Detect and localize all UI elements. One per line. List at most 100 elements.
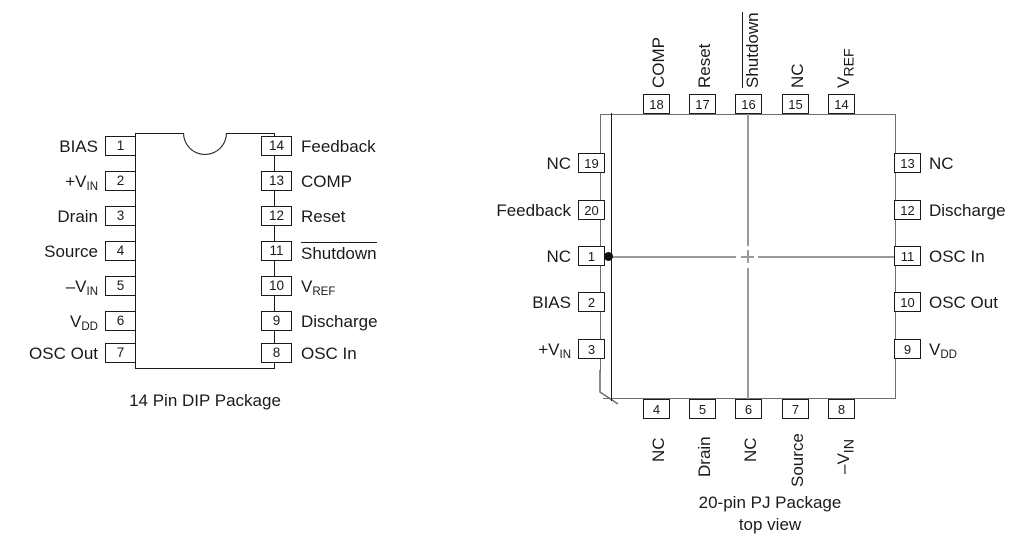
pj20-chamfer-corner	[599, 370, 619, 405]
pin-label-text: OSC In	[301, 344, 357, 363]
pin-label-text: +V	[65, 172, 87, 191]
pj20-pin1-dot-marker	[604, 252, 613, 261]
pin-number-text: 11	[269, 243, 284, 259]
pin-number-text: 18	[649, 96, 664, 112]
pj20-pin-15-number: 15	[782, 94, 809, 114]
pin-number-text: 7	[791, 401, 800, 417]
pin-label-text: Reset	[301, 207, 346, 226]
dip14-pin-12-label: Reset	[301, 207, 345, 227]
pin-label-subscript: DD	[940, 349, 957, 361]
dip14-pin-14-label: Feedback	[301, 137, 376, 157]
pin-number-text: 20	[584, 202, 599, 218]
pin-number-text: 19	[584, 155, 599, 171]
dip14-pin-6-label: VDD	[0, 312, 98, 334]
pj20-pin-9-number: 9	[894, 339, 921, 359]
pin-number-text: 10	[900, 294, 915, 310]
pin-label-text: NC	[788, 63, 807, 88]
pin-label-text: Feedback	[496, 201, 571, 220]
pj20-pin-14-number: 14	[828, 94, 855, 114]
dip14-pin-9-label: Discharge	[301, 312, 378, 332]
pin-number-text: 4	[116, 243, 125, 259]
caption-text: 14 Pin DIP Package	[129, 391, 281, 410]
pin-label-text: V	[834, 76, 853, 88]
dip14-pin-3-number: 3	[105, 206, 136, 226]
pin-label-text: V	[301, 277, 313, 296]
pj20-pin-18-label: COMP	[649, 37, 668, 88]
pin-label-text: BIAS	[532, 293, 571, 312]
pin-label-text: Source	[788, 433, 807, 487]
pin-number-text: 8	[272, 345, 281, 361]
pj20-pin-14-label: VREF	[834, 48, 858, 88]
pin-number-text: 3	[587, 341, 596, 357]
pin-number-text: 6	[744, 401, 753, 417]
pj20-pin-12-number: 12	[894, 200, 921, 220]
dip14-pin-13-label: COMP	[301, 172, 352, 192]
caption-line-2: top view	[738, 515, 802, 534]
pj20-pin-19-number: 19	[578, 153, 605, 173]
pin-label-text: NC	[546, 154, 571, 173]
dip14-pin-9-number: 9	[261, 311, 292, 331]
pj20-pin-2-label: BIAS	[440, 293, 571, 313]
pj20-pin-16-number: 16	[735, 94, 762, 114]
pin-label-text: NC	[546, 247, 571, 266]
caption-line-1: 20-pin PJ Package	[698, 493, 842, 512]
pj20-pin-19-label: NC	[440, 154, 571, 174]
pin-number-text: 1	[116, 138, 125, 154]
pin-label-text: Source	[44, 242, 98, 261]
pin-label-subscript: IN	[841, 439, 858, 454]
pin-number-text: 5	[116, 278, 125, 294]
pj20-pin-5-number: 5	[689, 399, 716, 419]
pin-number-text: 13	[268, 173, 285, 189]
pin-number-text: 7	[116, 345, 125, 361]
pj20-pin-2-number: 2	[578, 292, 605, 312]
pin-label-text: OSC Out	[29, 344, 98, 363]
pin-number-text: 2	[116, 173, 125, 189]
dip14-pin-8-number: 8	[261, 343, 292, 363]
dip14-pin-8-label: OSC In	[301, 344, 357, 364]
pin-label-text-active-low: Shutdown	[301, 242, 377, 263]
pin-number-text: 10	[268, 278, 285, 294]
pin-label-subscript: REF	[841, 48, 858, 77]
pin-label-subscript: IN	[86, 286, 99, 298]
pin-number-text: 9	[903, 341, 912, 357]
dip14-pin-10-number: 10	[261, 276, 292, 296]
dip14-pin-11-label: Shutdown	[301, 242, 377, 264]
pin-number-text: 9	[272, 313, 281, 329]
pj20-pin-7-label: Source	[788, 433, 807, 487]
pin-number-text: 17	[695, 96, 710, 112]
pin-label-text: Reset	[695, 43, 714, 88]
pj20-pin-11-label: OSC In	[929, 247, 985, 267]
pin-label-text: BIAS	[59, 137, 98, 156]
dip14-pin-11-number: 11	[261, 241, 292, 261]
pj20-pin-9-label: VDD	[929, 340, 957, 362]
pin-label-text: V	[70, 312, 82, 331]
dip14-pin-4-label: Source	[0, 242, 98, 262]
pin-number-text: 2	[587, 294, 596, 310]
pj20-pin-4-label: NC	[649, 437, 668, 462]
pj20-pin-1-label: NC	[440, 247, 571, 267]
pj20-pin-10-number: 10	[894, 292, 921, 312]
pj20-pin-17-number: 17	[689, 94, 716, 114]
pj20-pin-15-label: NC	[788, 63, 807, 88]
pj20-pin-11-number: 11	[894, 246, 921, 266]
pin-label-subscript: DD	[81, 321, 98, 333]
pj20-pin-1-number: 1	[578, 246, 605, 266]
pin-label-text: +V	[538, 340, 560, 359]
pin-label-text: –V	[65, 277, 87, 296]
pin-label-text: Drain	[695, 436, 714, 477]
pj20-corner-mask	[594, 372, 603, 402]
pj20-pin-8-label: –VIN	[834, 439, 858, 474]
pin-number-text: 14	[268, 138, 285, 154]
pj20-pin-6-number: 6	[735, 399, 762, 419]
pin-label-text: NC	[649, 437, 668, 462]
pj20-caption: 20-pin PJ Package top view	[640, 492, 900, 536]
pin-number-text: 6	[116, 313, 125, 329]
dip14-pin-3-label: Drain	[0, 207, 98, 227]
pin-label-text: OSC In	[929, 247, 985, 266]
pin-label-text: Discharge	[301, 312, 378, 331]
pin-label-text: Discharge	[929, 201, 1006, 220]
pin-label-text: COMP	[301, 172, 352, 191]
dip14-pin-6-number: 6	[105, 311, 136, 331]
dip14-pin-7-label: OSC Out	[0, 344, 98, 364]
dip14-pin-2-number: 2	[105, 171, 136, 191]
